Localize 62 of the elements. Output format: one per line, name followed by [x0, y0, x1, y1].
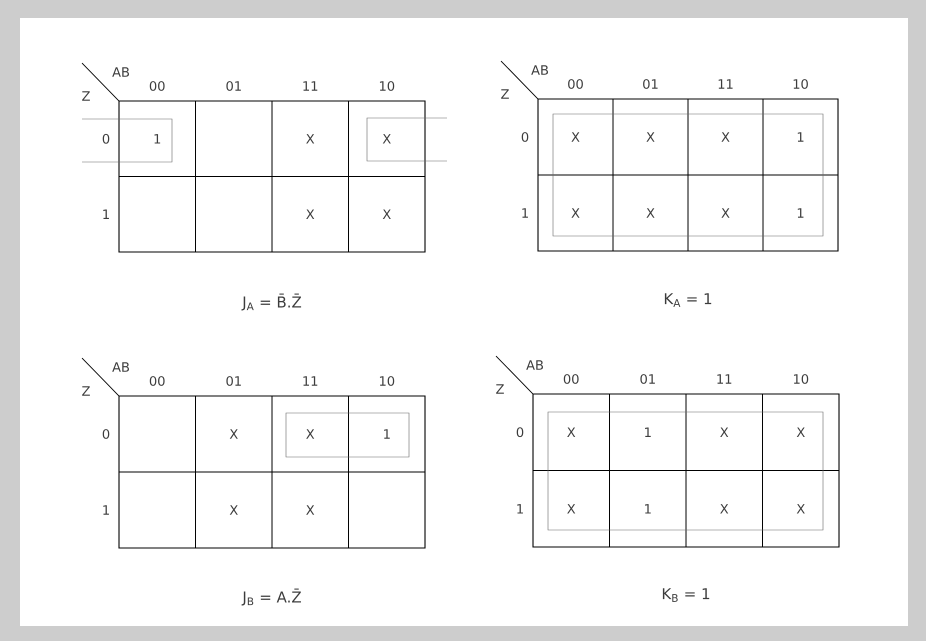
- cell-value: 1: [384, 429, 390, 439]
- variable-label: AB: [112, 362, 129, 372]
- column-header: 10: [794, 374, 808, 384]
- cell-value: X: [721, 132, 730, 142]
- cell-value: X: [306, 209, 314, 219]
- column-header: 00: [150, 376, 165, 386]
- cell-value: X: [567, 504, 576, 514]
- row-header: 1: [103, 209, 109, 219]
- row-header: 1: [522, 208, 528, 218]
- column-header: 01: [640, 374, 655, 384]
- equation: J$_{B}$ = A.Z̄: [242, 588, 301, 606]
- equation: K$_{B}$ = 1: [662, 588, 710, 602]
- column-header: 00: [568, 79, 583, 89]
- column-header: 11: [717, 374, 732, 384]
- cell-value: X: [230, 429, 238, 439]
- row-header: 0: [102, 134, 110, 144]
- variable-label: AB: [112, 67, 129, 77]
- cell-value: X: [721, 208, 730, 218]
- cell-value: X: [796, 504, 805, 514]
- cell-value: 1: [645, 504, 651, 514]
- variable-label: AB: [526, 360, 543, 370]
- variable-label: Z: [501, 89, 509, 99]
- column-header: 00: [150, 81, 165, 91]
- cell-value: 1: [645, 427, 651, 437]
- variable-label: Z: [82, 91, 90, 101]
- cell-value: X: [306, 134, 314, 144]
- cell-value: X: [382, 134, 391, 144]
- cell-value: X: [571, 208, 580, 218]
- column-header: 11: [303, 81, 318, 91]
- equation: K$_{A}$ = 1: [664, 293, 712, 307]
- cell-value: X: [571, 132, 580, 142]
- column-header: 10: [794, 79, 808, 89]
- column-header: 10: [380, 81, 394, 91]
- cell-value: X: [306, 505, 314, 515]
- cell-value: X: [720, 427, 728, 437]
- cell-value: X: [382, 209, 391, 219]
- variable-label: AB: [531, 65, 548, 75]
- column-header: 11: [303, 376, 318, 386]
- row-header: 0: [102, 429, 110, 439]
- cell-value: 1: [798, 208, 804, 218]
- column-header: 00: [564, 374, 579, 384]
- cell-value: X: [567, 427, 576, 437]
- column-header: 10: [380, 376, 394, 386]
- row-header: 0: [516, 427, 524, 438]
- variable-label: Z: [82, 386, 90, 396]
- cell-value: X: [796, 427, 805, 437]
- cell-value: 1: [798, 132, 804, 142]
- row-header: 1: [517, 504, 523, 514]
- cell-value: 1: [154, 134, 160, 144]
- column-header: 01: [226, 376, 241, 386]
- cell-value: X: [646, 132, 655, 142]
- row-header: 0: [522, 132, 528, 142]
- cell-value: X: [646, 208, 655, 218]
- row-header: 1: [103, 505, 109, 515]
- variable-label: Z: [496, 384, 504, 394]
- column-header: 11: [718, 79, 733, 89]
- column-header: 01: [643, 79, 658, 89]
- cell-value: X: [230, 505, 238, 515]
- column-header: 01: [226, 81, 241, 91]
- cell-value: X: [720, 504, 728, 514]
- cell-value: X: [306, 429, 314, 439]
- equation: J$_{A}$ = B̄.Z̄: [241, 294, 302, 310]
